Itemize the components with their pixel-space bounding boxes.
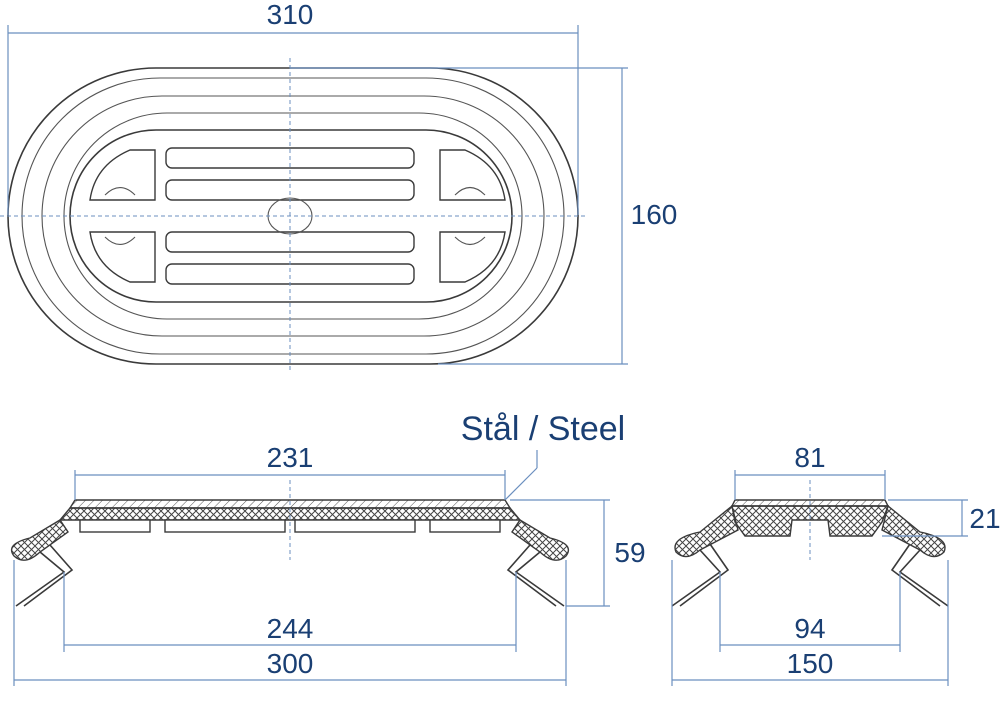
left-vent-upper: [89, 149, 156, 201]
side-long-slat-2: [164, 519, 286, 533]
right-vent-upper: [439, 149, 506, 201]
top-height-label: 160: [631, 199, 678, 230]
side-view-long: 231 59 244 300: [10, 442, 646, 686]
side-short-body: [731, 505, 890, 537]
slat-lower-2: [165, 263, 415, 285]
side-long-inner-width-label: 244: [267, 613, 314, 644]
material-callout-leader-diagonal: [504, 467, 538, 501]
material-callout: Stål / Steel: [461, 410, 625, 501]
side-view-short: 81 21 94 150: [671, 442, 1000, 686]
left-vent-lower: [89, 231, 156, 283]
side-long-slat-4: [429, 519, 501, 533]
slat-upper-2: [165, 179, 415, 201]
left-vent-arc-upper: [104, 186, 136, 196]
side-short-top-width-label: 81: [794, 442, 825, 473]
side-short-inner-width-label: 94: [794, 613, 825, 644]
top-view-rim-step-3: [63, 112, 523, 320]
top-view-rim-step-2: [41, 95, 545, 337]
side-long-right-skirt: [511, 519, 570, 561]
right-vent-arc-upper: [454, 186, 486, 196]
top-view: 310 160: [0, 0, 677, 372]
side-short-right-skirt: [881, 504, 946, 558]
material-callout-label: Stål / Steel: [461, 410, 625, 448]
side-long-height-label: 59: [614, 537, 645, 568]
top-width-label: 310: [267, 0, 314, 30]
side-long-slat-3: [294, 519, 416, 533]
side-long-left-skirt: [10, 519, 69, 561]
side-short-cap-height-label: 21: [969, 503, 1000, 534]
top-view-rim-step-1: [21, 77, 565, 355]
side-short-left-skirt: [674, 504, 739, 558]
left-vent-arc-lower: [104, 236, 136, 246]
side-long-top-width-label: 231: [267, 442, 314, 473]
side-short-outer-width-label: 150: [787, 648, 834, 679]
right-vent-arc-lower: [454, 236, 486, 246]
right-vent-lower: [439, 231, 506, 283]
side-long-outer-width-label: 300: [267, 648, 314, 679]
side-long-slat-1: [79, 519, 151, 533]
